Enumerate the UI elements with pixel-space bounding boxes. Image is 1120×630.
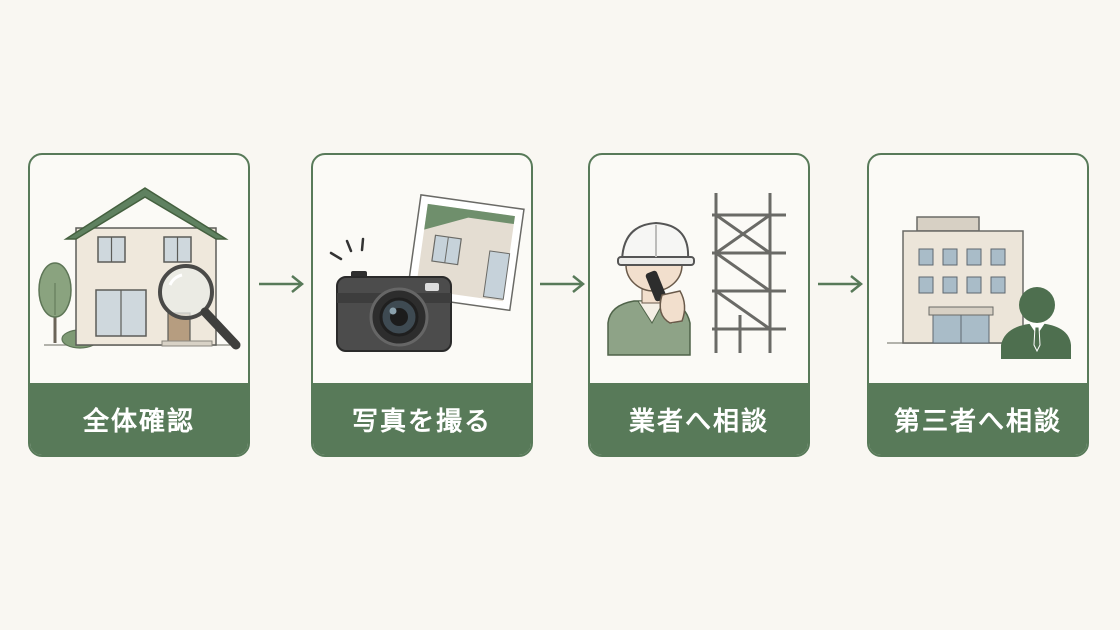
step-label: 写真を撮る — [313, 383, 531, 455]
arrow-right-icon — [259, 275, 305, 293]
step-card-consult-third-party: 第三者へ相談 — [867, 153, 1089, 457]
office-consultant-icon — [887, 216, 1071, 359]
worker-phone-scaffold-icon — [607, 193, 786, 356]
step-card-take-photos: 写真を撮る — [311, 153, 533, 457]
step-card-overall-check: 全体確認 — [28, 153, 250, 457]
step-label: 業者へ相談 — [590, 383, 808, 455]
step-card-consult-contractor: 業者へ相談 — [588, 153, 810, 457]
arrow-right-icon — [818, 275, 864, 293]
arrow-right-icon — [540, 275, 586, 293]
house-magnifier-icon — [38, 187, 241, 350]
camera-photo-icon — [329, 193, 525, 352]
step-label: 第三者へ相談 — [869, 383, 1087, 455]
step-label: 全体確認 — [30, 383, 248, 455]
